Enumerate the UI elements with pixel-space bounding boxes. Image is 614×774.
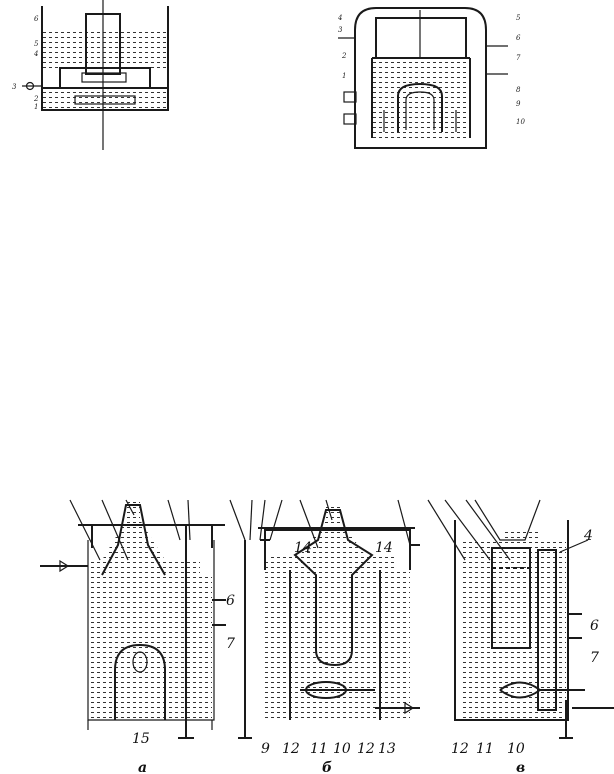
label-1: 1 [34, 103, 38, 111]
label-2: 2 [341, 52, 347, 60]
bottom-labels: 14 14 4 6 7 6 7 15 9 12 11 10 12 13 12 1… [132, 528, 599, 774]
label-1: 1 [342, 72, 346, 80]
label-4: 4 [337, 14, 342, 22]
label-6: 6 [34, 15, 39, 23]
label-6-v: 6 [590, 618, 599, 634]
label-13: 13 [378, 741, 396, 757]
label-10: 10 [516, 118, 525, 126]
label-14-right: 14 [375, 540, 393, 556]
label-10-v: 10 [507, 741, 525, 757]
subfigure-a [40, 499, 226, 739]
subfigure-label-v: в [516, 760, 525, 774]
label-4: 4 [33, 50, 38, 58]
label-7-a: 7 [226, 636, 235, 652]
label-12-b-left: 12 [282, 741, 300, 757]
label-6-a: 6 [226, 593, 235, 609]
label-5: 5 [516, 14, 521, 22]
top-right-labels: 4 3 2 1 5 6 7 8 9 10 [337, 14, 525, 126]
label-12-v: 12 [451, 741, 469, 757]
subfigure-v [427, 499, 614, 739]
top-right-electrolyzer [338, 7, 508, 149]
label-9: 9 [516, 100, 521, 108]
label-9: 9 [261, 741, 270, 757]
label-6: 6 [516, 34, 521, 42]
label-3: 3 [12, 83, 17, 91]
label-11-v: 11 [476, 741, 494, 757]
label-7: 7 [516, 54, 521, 62]
label-7-v: 7 [590, 650, 599, 666]
label-14-left: 14 [294, 540, 312, 556]
label-11-b: 11 [310, 741, 328, 757]
label-3: 3 [338, 26, 343, 34]
label-15: 15 [132, 731, 150, 747]
label-2: 2 [33, 95, 39, 103]
subfigure-label-a: а [138, 760, 147, 774]
subfigure-label-b: б [322, 760, 332, 774]
label-12-b-right: 12 [357, 741, 375, 757]
label-8: 8 [516, 86, 521, 94]
top-left-labels: 6 5 4 3 2 1 [12, 15, 39, 111]
top-left-electrolyzer [22, 0, 169, 150]
subfigure-b [229, 499, 420, 739]
label-10-b: 10 [333, 741, 351, 757]
label-4: 4 [583, 528, 593, 544]
label-5: 5 [34, 40, 39, 48]
